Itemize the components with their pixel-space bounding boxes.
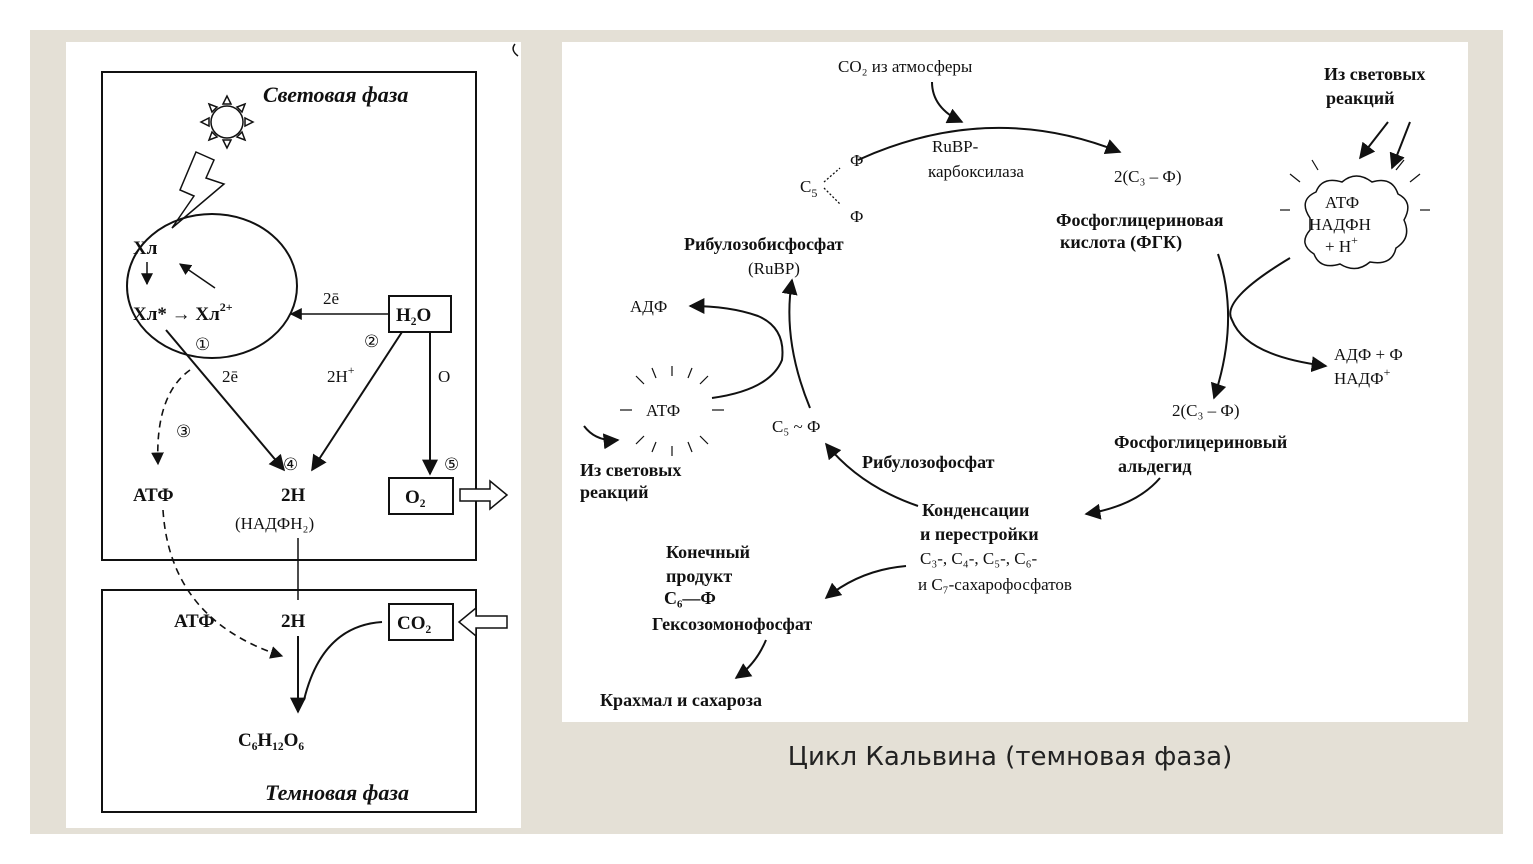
step-5-marker: ⑤ [444, 455, 459, 474]
two-h-label: 2H [281, 485, 306, 506]
dark-phase-frame [101, 589, 477, 813]
condensation-label-2: и перестройки [920, 524, 1039, 544]
water-label: H₂O [396, 305, 431, 326]
two-c3-phi-top-label: 2(C₃ – Ф) [1114, 167, 1182, 186]
c5-label: C5 [800, 177, 817, 200]
phi-bottom-label: Ф [850, 207, 863, 226]
two-c3-phi-bottom-label: 2(C₃ – Ф) [1172, 401, 1240, 420]
from-light-left-label-2: реакций [580, 482, 648, 502]
end-product-label-3: C₆—Ф [664, 588, 716, 608]
cloud-h-label: + Н+ [1325, 233, 1358, 256]
two-h-dark-label: 2H [281, 611, 306, 632]
calvin-cycle-panel: CO₂ из атмосферы RuBP- карбоксилаза C5 Ф… [562, 42, 1468, 722]
atf-label: АТФ [133, 485, 174, 506]
dark-phase-title: Темновая фаза [265, 780, 409, 805]
condensation-label-3: C₃-, C₄-, C₅-, C₆- [920, 549, 1038, 568]
sun-icon [199, 94, 255, 150]
hexose-label: Гексозомонофосфат [652, 614, 812, 634]
o2-label: O₂ [405, 487, 426, 508]
step-4-marker: ④ [283, 455, 298, 474]
step-1-marker: ① [195, 335, 210, 354]
rubp-carboxylase-label-1: RuBP- [932, 137, 979, 156]
adp-label: АДФ [630, 297, 667, 316]
light-phase-frame [101, 71, 477, 561]
calvin-cycle-diagram: CO₂ из атмосферы RuBP- карбоксилаза C5 Ф… [580, 57, 1430, 710]
condensation-label-4: и C₇-сахарофосфатов [918, 575, 1072, 594]
co2-inflow-arrow [457, 606, 508, 638]
atf-burst-label: АТФ [646, 401, 680, 420]
light-phase-title: Световая фаза [263, 82, 408, 107]
end-product-label-2: продукт [666, 566, 732, 586]
o2-outflow-arrow [459, 479, 509, 511]
lightning-icon [171, 151, 226, 229]
ribulose-phosphate-label: Рибулозофосфат [862, 452, 995, 472]
glucose-label: C₆H₁₂O₆ [238, 730, 304, 751]
chl-excited-label: Хл* → Хл2+ [133, 300, 233, 325]
two-h-plus-label: 2H+ [327, 363, 355, 386]
step-2-marker: ② [364, 332, 379, 351]
chlorophyll-ellipse [126, 213, 298, 359]
pgald-label-2: альдегид [1118, 456, 1192, 476]
pga-label-2: кислота (ФГК) [1060, 232, 1182, 253]
two-e-label: 2ē [323, 289, 339, 308]
rubp-label-2: (RuBP) [748, 259, 800, 278]
oxygen-label: O [438, 367, 450, 386]
cloud-atf-label: АТФ [1325, 193, 1359, 212]
end-product-label-1: Конечный [666, 542, 750, 562]
from-light-top-label-1: Из световых [1324, 64, 1425, 84]
nadph2-label: (НАДФН₂) [235, 514, 314, 533]
nadp-label: НАДФ+ [1334, 365, 1391, 388]
co2-box [388, 603, 454, 641]
co2-label: CO₂ [397, 613, 432, 634]
atf-dark-label: АТФ [174, 611, 215, 632]
step-3-marker: ③ [176, 422, 191, 441]
from-light-left-label-1: Из световых [580, 460, 681, 480]
figure-caption: Цикл Кальвина (темновая фаза) [787, 742, 1233, 772]
rubp-carboxylase-label-2: карбоксилаза [928, 162, 1024, 181]
photosynthesis-scheme: Световая фаза Темновая фаза Хл Хл* → Хл2… [101, 43, 519, 813]
pgald-label-1: Фосфоглицериновый [1114, 432, 1287, 452]
from-light-top-label-2: реакций [1326, 88, 1394, 108]
adp-phi-label: АДФ + Ф [1334, 345, 1403, 364]
starch-sucrose-label: Крахмал и сахароза [600, 690, 762, 710]
co2-source-label: CO₂ из атмосферы [838, 57, 973, 76]
photosynthesis-scheme-panel: Световая фаза Темновая фаза Хл Хл* → Хл2… [66, 42, 521, 828]
rubp-label-1: Рибулозобисфосфат [684, 234, 844, 254]
o2-box [388, 477, 454, 515]
phi-top-label: Ф [850, 151, 863, 170]
chl-label: Хл [133, 238, 158, 259]
atp-nadph-cloud [1304, 175, 1409, 270]
c5-phi-label: C₅ ~ Ф [772, 417, 820, 436]
atp-burst-icon [620, 366, 724, 456]
condensation-label-1: Конденсации [922, 500, 1029, 520]
two-e-label-2: 2ē [222, 367, 238, 386]
pga-label-1: Фосфоглицериновая [1056, 210, 1224, 230]
cloud-nadph-label: НАДФН [1309, 215, 1371, 234]
